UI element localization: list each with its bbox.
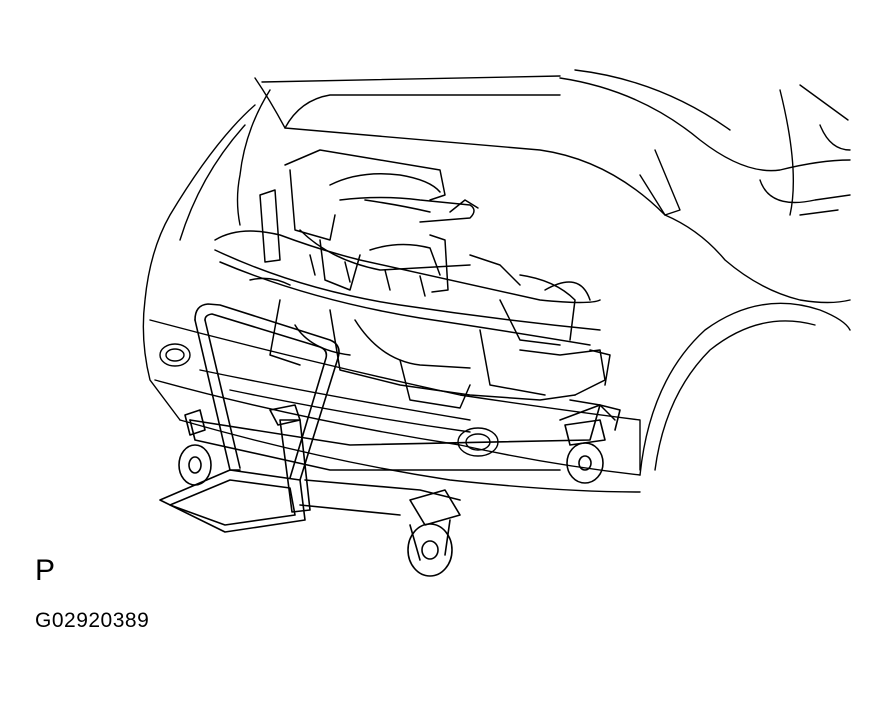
car-body (142, 69, 851, 493)
figure-code: G02920389 (35, 609, 150, 632)
engine-dolly (159, 303, 621, 577)
engine-assembly (214, 149, 616, 421)
view-label: P (35, 554, 56, 587)
